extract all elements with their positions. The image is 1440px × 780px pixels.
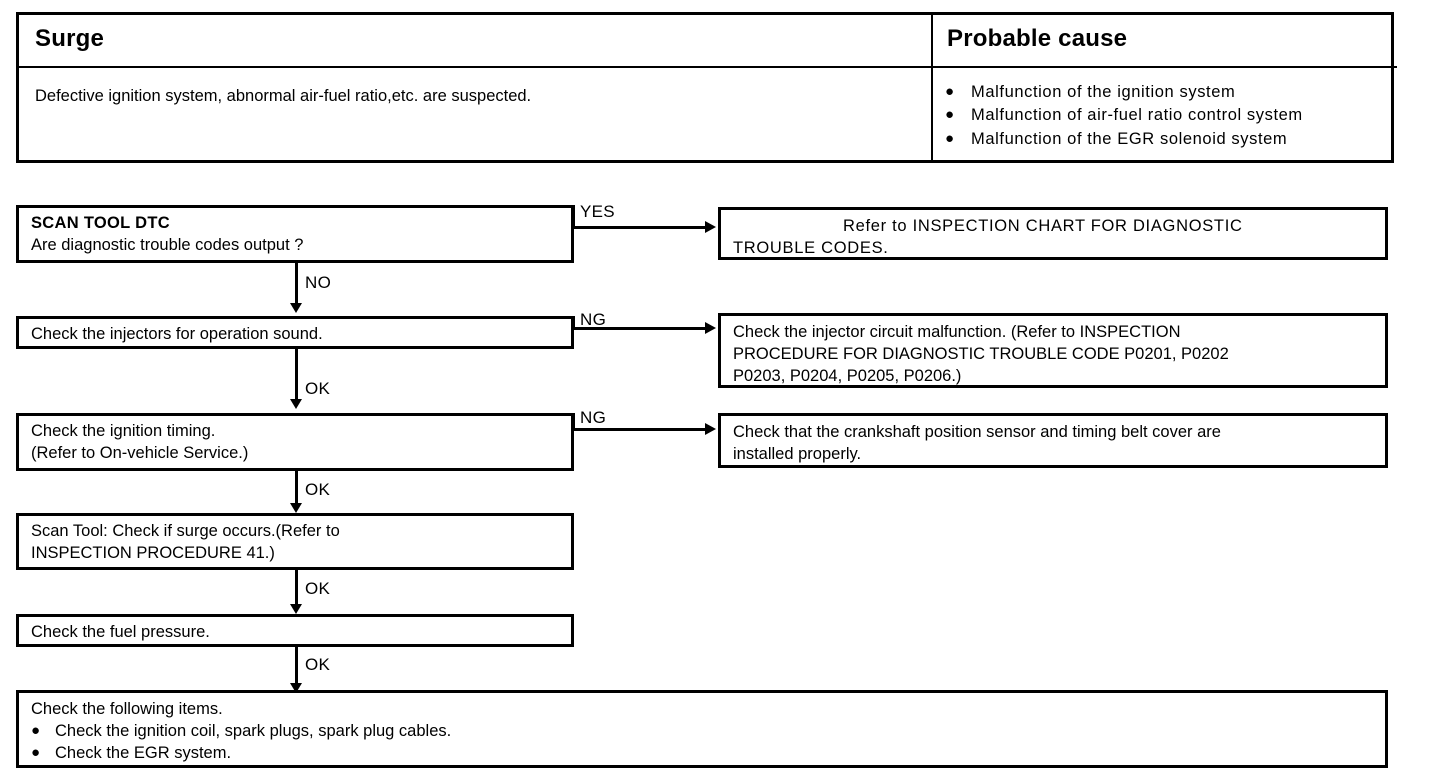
final-item-text: Check the EGR system. [55, 743, 232, 762]
table-header-divider-right [931, 66, 1397, 68]
ok-connector-line-3 [295, 570, 298, 607]
step-line-1: Check the ignition timing. [31, 422, 216, 440]
result-box-crankshaft-sensor-check: Check that the crankshaft position senso… [718, 413, 1388, 468]
ng-branch-stem-2 [572, 413, 575, 431]
no-connector-line [295, 263, 298, 306]
list-item: ● Check the EGR system. [31, 743, 1385, 765]
list-item: ● Malfunction of air-fuel ratio control … [945, 104, 1405, 127]
ok-connector-arrowhead-2 [290, 503, 302, 513]
list-item: ● Malfunction of the EGR solenoid system [945, 128, 1405, 151]
ok-connector-arrowhead-4 [290, 683, 302, 693]
ok-connector-line-4 [295, 647, 298, 687]
step-box-check-injectors: Check the injectors for operation sound. [16, 316, 574, 349]
ng-branch-arrowhead-2 [705, 423, 716, 435]
list-item: ● Malfunction of the ignition system [945, 81, 1405, 104]
yes-branch-line [572, 226, 707, 229]
symptom-description: Defective ignition system, abnormal air-… [35, 87, 532, 105]
result-box-refer-inspection-chart: Refer to INSPECTION CHART FOR DIAGNOSTIC… [718, 207, 1388, 260]
step-line-2: INSPECTION PROCEDURE 41.) [31, 543, 275, 562]
ok-connector-line-2 [295, 471, 298, 507]
result-line-1: Refer to INSPECTION CHART FOR DIAGNOSTIC [843, 217, 1243, 235]
cause-text: Malfunction of air-fuel ratio control sy… [971, 106, 1303, 125]
step-box-scan-tool-surge: Scan Tool: Check if surge occurs.(Refer … [16, 513, 574, 570]
step-box-check-fuel-pressure: Check the fuel pressure. [16, 614, 574, 647]
final-heading: Check the following items. [31, 700, 223, 718]
list-item: ● Check the ignition coil, spark plugs, … [31, 721, 1385, 743]
no-connector-arrowhead [290, 303, 302, 313]
table-column-divider [931, 15, 933, 160]
table-header-divider-left [19, 66, 931, 68]
yes-branch-label: YES [580, 202, 615, 221]
bullet-icon: ● [31, 743, 41, 761]
cause-text: Malfunction of the EGR solenoid system [971, 129, 1288, 148]
result-line-1: Check the injector circuit malfunction. … [733, 323, 1181, 341]
yes-branch-arrowhead [705, 221, 716, 233]
ok-connector-label-3: OK [305, 579, 331, 598]
probable-cause-list: ● Malfunction of the ignition system ● M… [945, 81, 1405, 151]
step-box-check-ignition-timing: Check the ignition timing. (Refer to On-… [16, 413, 574, 471]
ok-connector-label-1: OK [305, 379, 331, 398]
step-box-scan-tool-dtc: SCAN TOOL DTC Are diagnostic trouble cod… [16, 205, 574, 263]
ng-branch-stem-1 [572, 316, 575, 330]
ng-branch-label-2: NG [580, 408, 607, 427]
symptom-cause-table: Surge Probable cause Defective ignition … [16, 12, 1397, 163]
result-line-3: P0203, P0204, P0205, P0206.) [733, 366, 962, 385]
ok-connector-arrowhead-1 [290, 399, 302, 409]
result-line-2: installed properly. [733, 444, 862, 463]
final-item-text: Check the ignition coil, spark plugs, sp… [55, 721, 452, 740]
step-line-1: Scan Tool: Check if surge occurs.(Refer … [31, 522, 340, 540]
ng-branch-line-1 [572, 327, 707, 330]
final-box-check-following-items: Check the following items. ● Check the i… [16, 690, 1388, 768]
bullet-icon: ● [945, 83, 955, 100]
yes-branch-stem [572, 205, 575, 229]
result-box-injector-circuit-malfunction: Check the injector circuit malfunction. … [718, 313, 1388, 388]
bullet-icon: ● [945, 106, 955, 124]
ok-connector-label-2: OK [305, 480, 331, 499]
step-text: Check the injectors for operation sound. [31, 325, 323, 343]
symptom-column-title: Surge [35, 25, 105, 52]
bullet-icon: ● [31, 721, 41, 739]
ng-branch-arrowhead-1 [705, 322, 716, 334]
no-connector-label: NO [305, 273, 332, 292]
ng-branch-line-2 [572, 428, 707, 431]
ok-connector-label-4: OK [305, 655, 331, 674]
step-heading: SCAN TOOL DTC [31, 214, 170, 232]
step-text: Check the fuel pressure. [31, 623, 210, 641]
ok-connector-line-1 [295, 349, 298, 402]
cause-text: Malfunction of the ignition system [971, 83, 1236, 101]
result-line-2: TROUBLE CODES. [733, 238, 889, 257]
ng-branch-label-1: NG [580, 310, 607, 329]
bullet-icon: ● [945, 129, 955, 147]
result-line-1: Check that the crankshaft position senso… [733, 423, 1221, 441]
cause-column-title: Probable cause [947, 25, 1128, 52]
step-line-2: (Refer to On-vehicle Service.) [31, 443, 249, 462]
ok-connector-arrowhead-3 [290, 604, 302, 614]
step-question: Are diagnostic trouble codes output ? [31, 235, 304, 254]
result-line-2: PROCEDURE FOR DIAGNOSTIC TROUBLE CODE P0… [733, 344, 1229, 363]
